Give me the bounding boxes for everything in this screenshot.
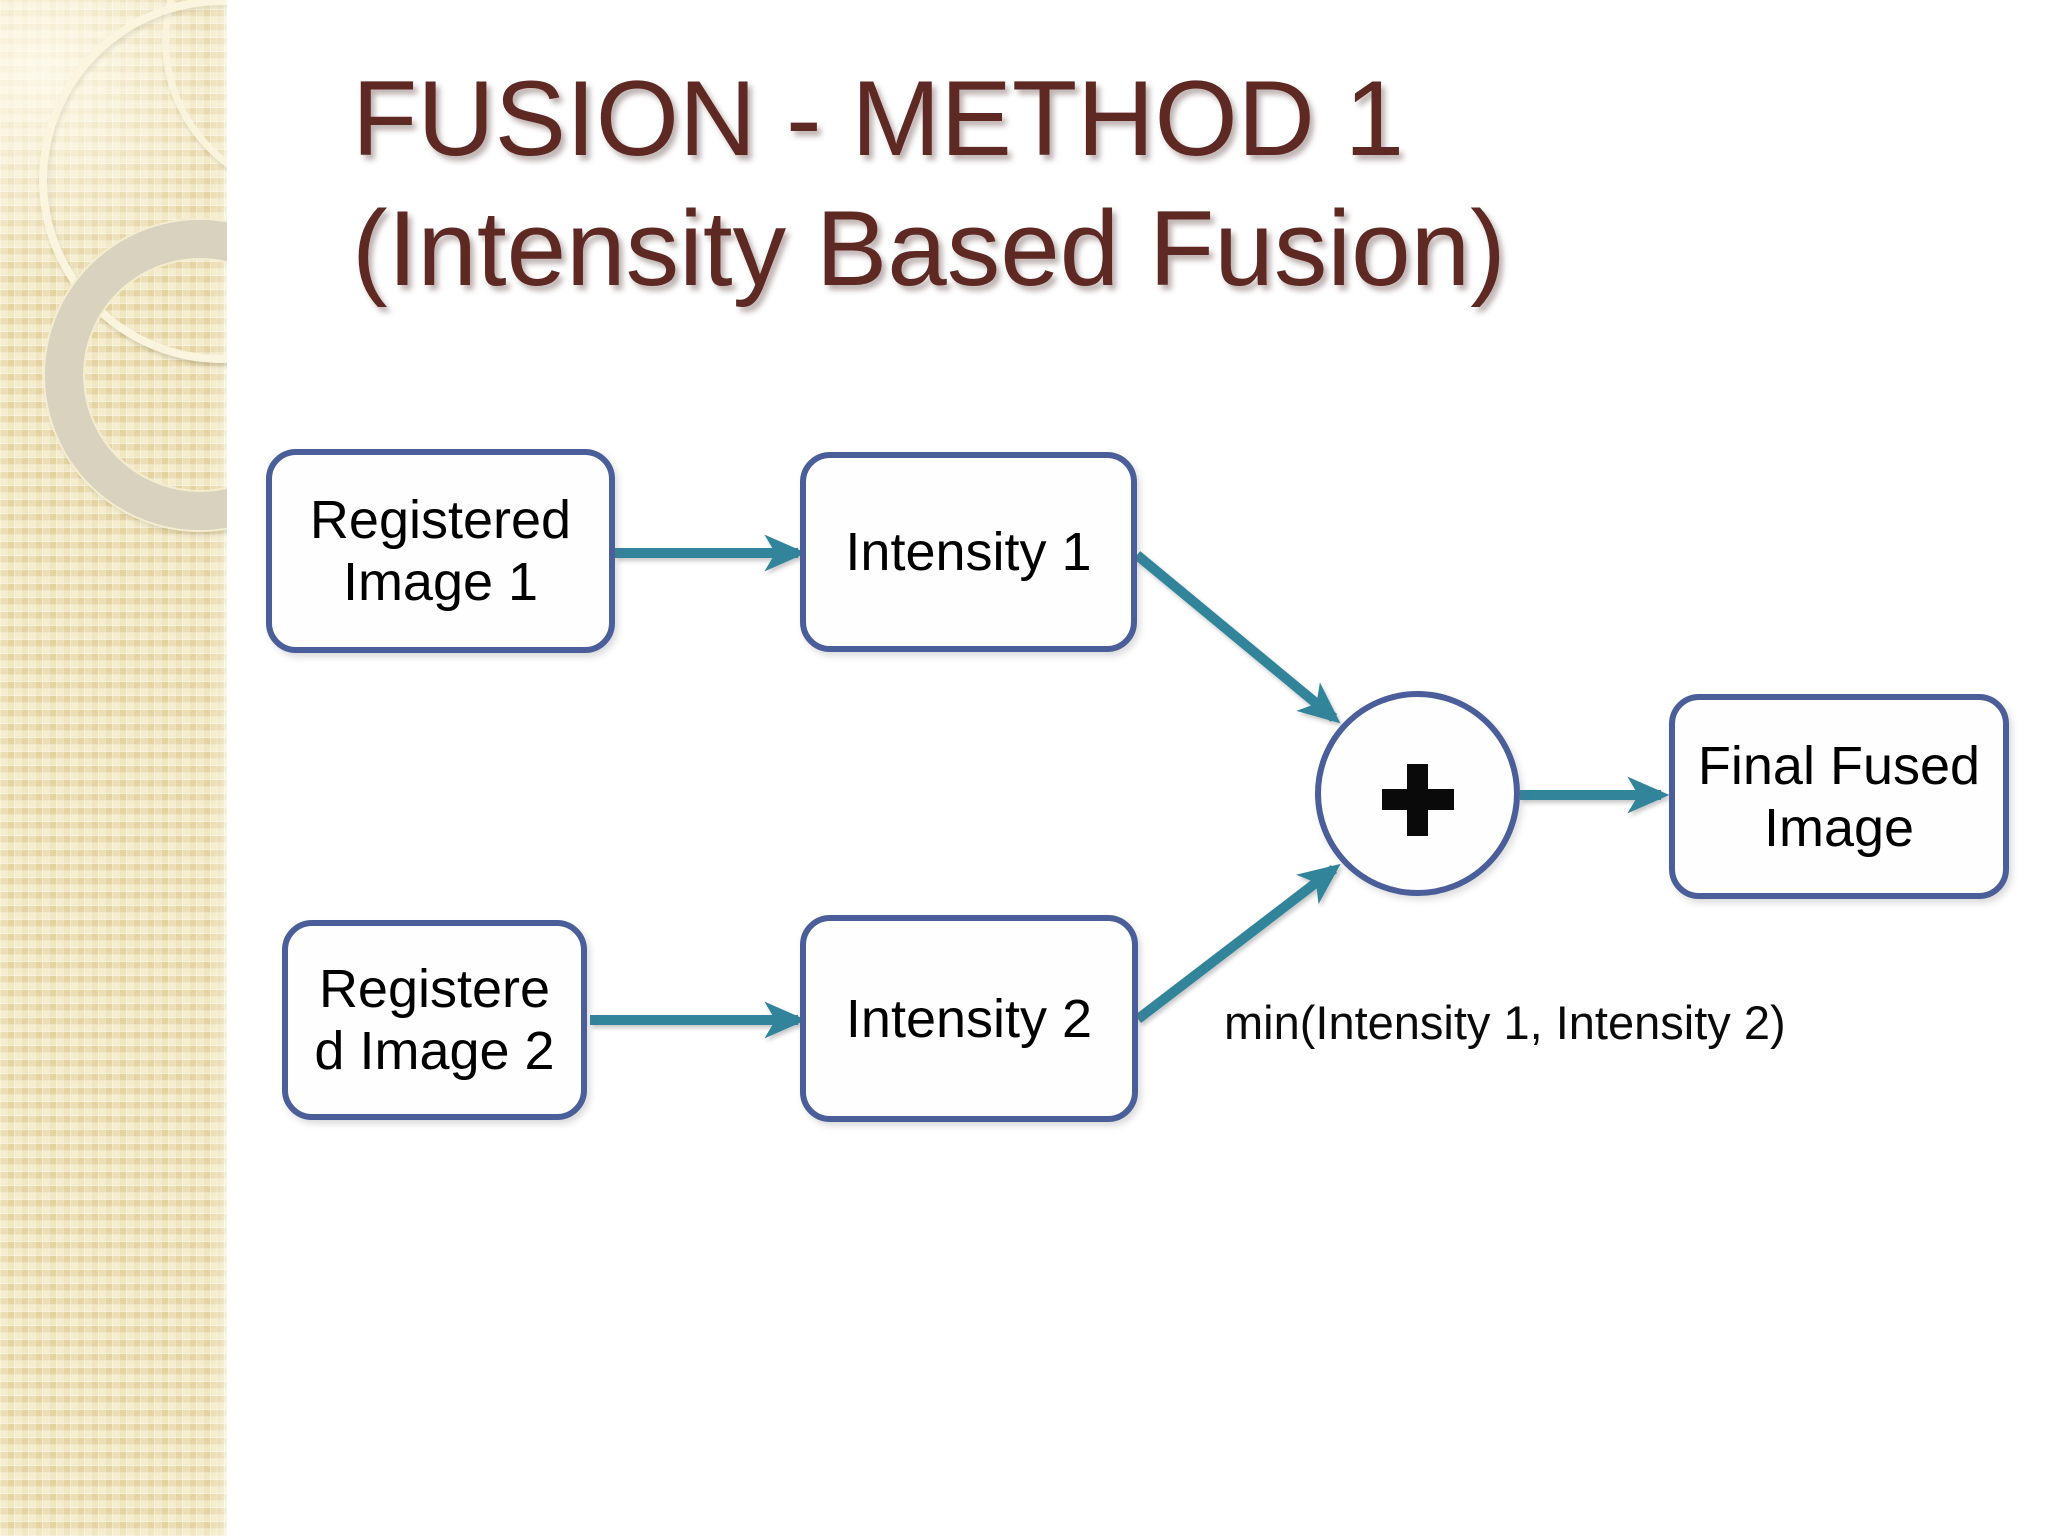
node-label: Registere — [318, 959, 551, 1019]
combiner-operator-text: + — [1321, 697, 1322, 698]
node-label: Intensity 2 — [845, 988, 1093, 1049]
node-label: Final Fused — [1697, 735, 1981, 796]
node-intensity-1: Intensity 1 — [800, 452, 1137, 652]
node-label: Registered — [309, 490, 572, 550]
node-final-fused-image: Final Fused Image — [1669, 694, 2009, 899]
node-registered-image-1: Registered Image 1 — [266, 449, 615, 653]
slide-title-line2: (Intensity Based Fusion) — [352, 188, 1506, 308]
slide-title-line1: FUSION - METHOD 1 — [352, 58, 1405, 178]
node-label: Image 1 — [342, 552, 539, 612]
sidebar-decoration — [0, 0, 227, 1536]
node-label: d Image 2 — [314, 1021, 555, 1081]
node-label: Image — [1763, 797, 1915, 858]
plus-icon — [1381, 763, 1454, 836]
node-intensity-2: Intensity 2 — [800, 915, 1138, 1122]
slide-title: FUSION - METHOD 1 (Intensity Based Fusio… — [352, 53, 1506, 313]
arrow-intensity1-to-combiner — [1133, 551, 1341, 724]
node-registered-image-2: Registere d Image 2 — [282, 920, 587, 1120]
min-function-annotation: min(Intensity 1, Intensity 2) — [1224, 996, 1786, 1049]
combiner-circle: + — [1315, 691, 1520, 896]
node-label: Intensity 1 — [845, 522, 1092, 582]
